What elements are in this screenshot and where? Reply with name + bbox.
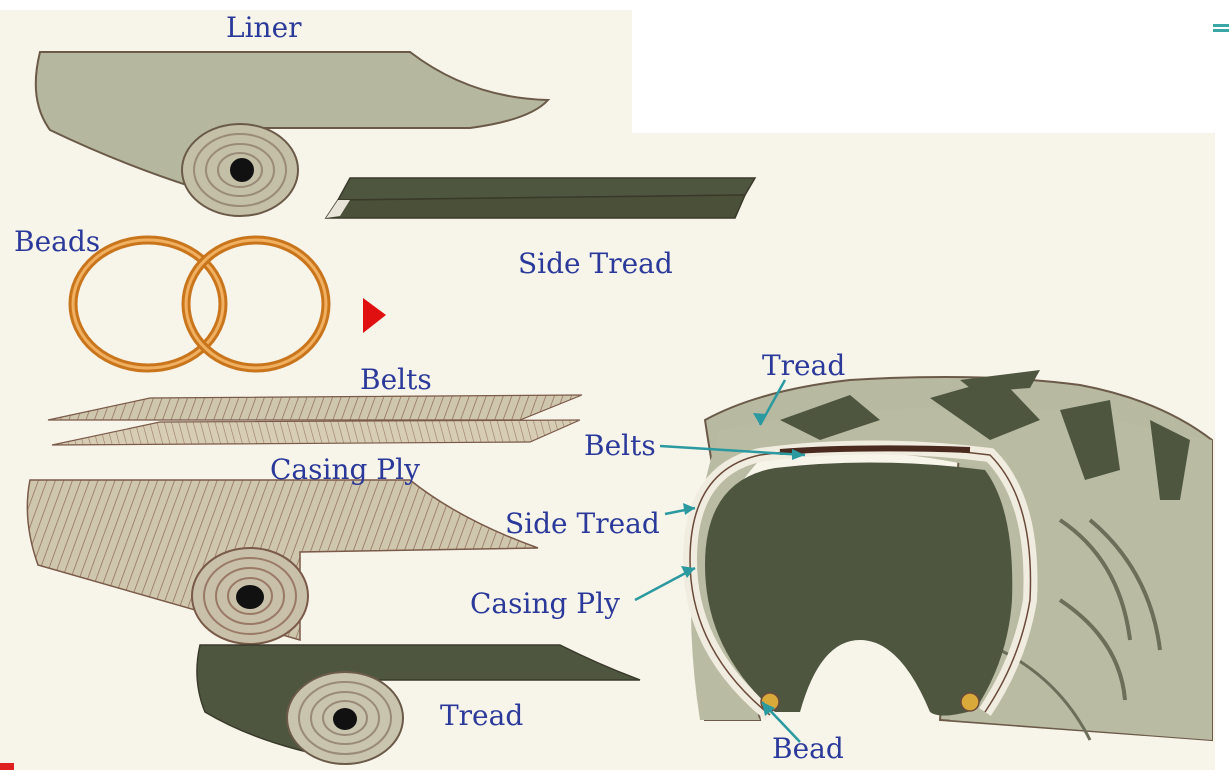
bead-rings	[73, 240, 326, 368]
menu-icon[interactable]	[1213, 24, 1229, 38]
tread-roll	[197, 645, 640, 764]
tire-cross-section	[690, 370, 1212, 740]
liner-label: Liner	[226, 14, 302, 42]
belts-label: Belts	[360, 366, 432, 394]
play-marker-icon[interactable]	[363, 298, 386, 333]
right-border	[1215, 0, 1231, 770]
slide-marker	[0, 763, 14, 770]
beads-label: Beads	[14, 228, 100, 256]
belts-callout-label: Belts	[584, 432, 656, 460]
tread-callout-label: Tread	[762, 352, 845, 380]
casing-ply-callout-label: Casing Ply	[470, 590, 620, 618]
casing-ply-label: Casing Ply	[270, 456, 420, 484]
belt-sheets	[48, 395, 582, 445]
casing-ply-roll	[27, 480, 538, 644]
side-tread-label: Side Tread	[518, 250, 673, 278]
tread-label: Tread	[440, 702, 523, 730]
side-tread-callout-label: Side Tread	[505, 510, 660, 538]
bead-callout-label: Bead	[772, 735, 844, 763]
side-tread-strips	[326, 178, 755, 218]
